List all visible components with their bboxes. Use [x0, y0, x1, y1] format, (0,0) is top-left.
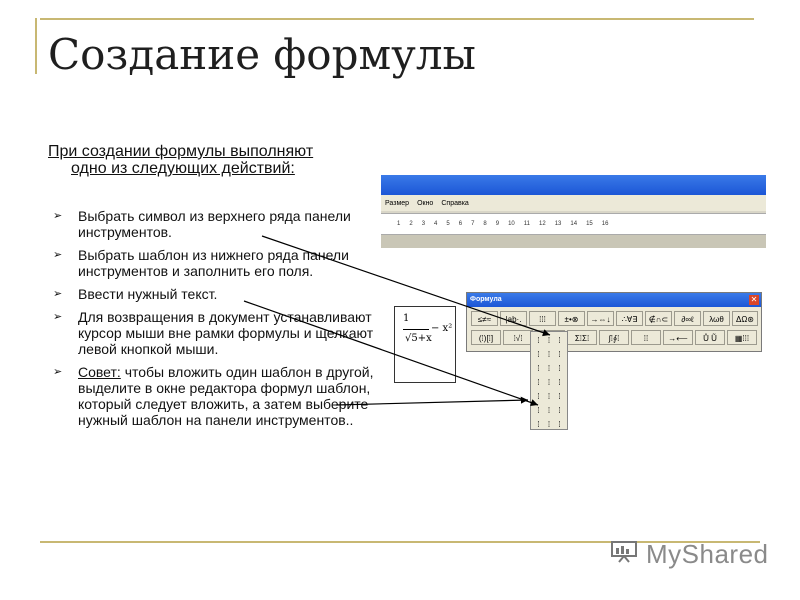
menu-item-size[interactable]: Размер — [385, 199, 410, 207]
template-option[interactable]: ⁞ — [547, 378, 551, 387]
site-logo: MyShared — [646, 539, 769, 569]
template-option[interactable]: ⁞ — [558, 350, 561, 359]
tip-label: Совет: — [78, 364, 121, 380]
fraction-bar — [403, 329, 429, 330]
bullet-item: ➢Выбрать символ из верхнего ряда панели … — [53, 208, 351, 240]
slide-title: Создание формулы — [48, 30, 476, 79]
window-titlebar — [381, 175, 766, 195]
close-icon[interactable]: ✕ — [749, 295, 759, 305]
symbol-row: ≤≠≈ ¦ab·. ⁞⁞⁞ ±•⊗ →⇔↓ ∴∀∃ ∉∩⊂ ∂∞ℓ λωθ ΔΩ… — [471, 311, 759, 327]
bullet-arrow-icon: ➢ — [53, 366, 63, 378]
intro-text: При создании формулы выполняют одно из с… — [48, 143, 378, 177]
template-option[interactable]: ⁞ — [547, 350, 551, 359]
bullet-item: ➢Ввести нужный текст. — [53, 286, 218, 302]
template-option[interactable]: ⁞ — [558, 336, 561, 345]
document-area — [381, 235, 766, 248]
arrow-line — [243, 300, 539, 406]
toolbar-title: Формула — [467, 293, 761, 307]
intro-line-2: одно из следующих действий: — [71, 160, 295, 177]
formula-frame[interactable]: 1 √5+x − x² — [394, 306, 456, 383]
template-option[interactable]: ⁞ — [547, 406, 551, 415]
template-option[interactable]: ⁞ — [537, 336, 540, 345]
bullet-item: ➢Для возвращения в документ устанавливаю… — [53, 309, 374, 357]
toolbar-button[interactable]: ▦⁞⁞⁞ — [727, 330, 757, 345]
template-option[interactable]: ⁞ — [547, 364, 551, 373]
bullet-item: ➢Совет: чтобы вложить один шаблон в друг… — [53, 364, 374, 428]
bullet-arrow-icon: ➢ — [53, 311, 63, 323]
toolbar-button[interactable]: ∴∀∃ — [616, 311, 643, 326]
presentation-board-icon — [611, 541, 637, 563]
bullet-arrow-icon: ➢ — [53, 288, 63, 300]
toolbar-button[interactable]: →⟵ — [663, 330, 693, 345]
word-window: Размер Окно Справка 1 2 3 4 5 6 7 8 9 10… — [381, 175, 766, 248]
formula-denominator: √5+x — [405, 333, 432, 344]
template-option[interactable]: ⁞ — [547, 420, 551, 429]
template-option[interactable]: ⁞ — [547, 392, 551, 401]
toolbar-button[interactable]: λωθ — [703, 311, 730, 326]
toolbar-button[interactable]: ±•⊗ — [558, 311, 585, 326]
template-option[interactable]: ⁞ — [558, 364, 561, 373]
template-option[interactable]: ⁞ — [537, 420, 540, 429]
toolbar-button[interactable]: ⁞⁞ — [631, 330, 661, 345]
template-option[interactable]: ⁞ — [547, 336, 551, 345]
template-option[interactable]: ⁞ — [537, 350, 540, 359]
slide-left-rule — [35, 18, 37, 74]
toolbar-button[interactable]: (⁞)[⁞] — [471, 330, 501, 345]
menu-item-window[interactable]: Окно — [417, 199, 434, 207]
arrow-line — [261, 235, 551, 337]
template-palette: ⁞ ⁞ ⁞ ⁞ ⁞ ⁞ ⁞ ⁞ ⁞ ⁞ ⁞ ⁞ ⁞ ⁞ ⁞ ⁞ ⁞ ⁞ ⁞ ⁞ … — [530, 331, 568, 430]
toolbar-button[interactable]: ∫⁞∮⁞ — [599, 330, 629, 345]
slide-top-rule — [40, 18, 754, 20]
template-option[interactable]: ⁞ — [537, 392, 540, 401]
bullet-list: ➢Выбрать символ из верхнего ряда панели … — [50, 208, 380, 435]
template-option[interactable]: ⁞ — [537, 378, 540, 387]
toolbar-button[interactable]: ⁞⁞⁞ — [529, 311, 556, 326]
menu-bar: Размер Окно Справка — [381, 195, 766, 211]
slide-bottom-rule — [40, 541, 760, 543]
template-option[interactable]: ⁞ — [537, 406, 540, 415]
bullet-arrow-icon: ➢ — [53, 210, 63, 222]
intro-line-1: При создании формулы выполняют — [48, 143, 314, 160]
bullet-arrow-icon: ➢ — [53, 249, 63, 261]
template-option[interactable]: ⁞ — [537, 364, 540, 373]
toolbar-button[interactable]: ΔΩ⊛ — [732, 311, 758, 326]
template-option[interactable]: ⁞ — [558, 392, 561, 401]
template-option[interactable]: ⁞ — [558, 378, 561, 387]
bullet-item: ➢Выбрать шаблон из нижнего ряда панели и… — [53, 247, 349, 279]
ruler[interactable]: 1 2 3 4 5 6 7 8 9 10 11 12 13 14 15 16 — [381, 213, 766, 235]
formula-rest: − x² — [431, 323, 453, 334]
menu-item-help[interactable]: Справка — [441, 199, 469, 207]
template-option[interactable]: ⁞ — [558, 406, 561, 415]
template-option[interactable]: ⁞ — [558, 420, 561, 429]
formula-numerator: 1 — [403, 313, 410, 324]
toolbar-button[interactable]: ∉∩⊂ — [645, 311, 672, 326]
toolbar-button[interactable]: →⇔↓ — [587, 311, 614, 326]
toolbar-button[interactable]: Ů Ũ — [695, 330, 725, 345]
toolbar-button[interactable]: ∂∞ℓ — [674, 311, 701, 326]
arrow-line — [335, 396, 529, 406]
